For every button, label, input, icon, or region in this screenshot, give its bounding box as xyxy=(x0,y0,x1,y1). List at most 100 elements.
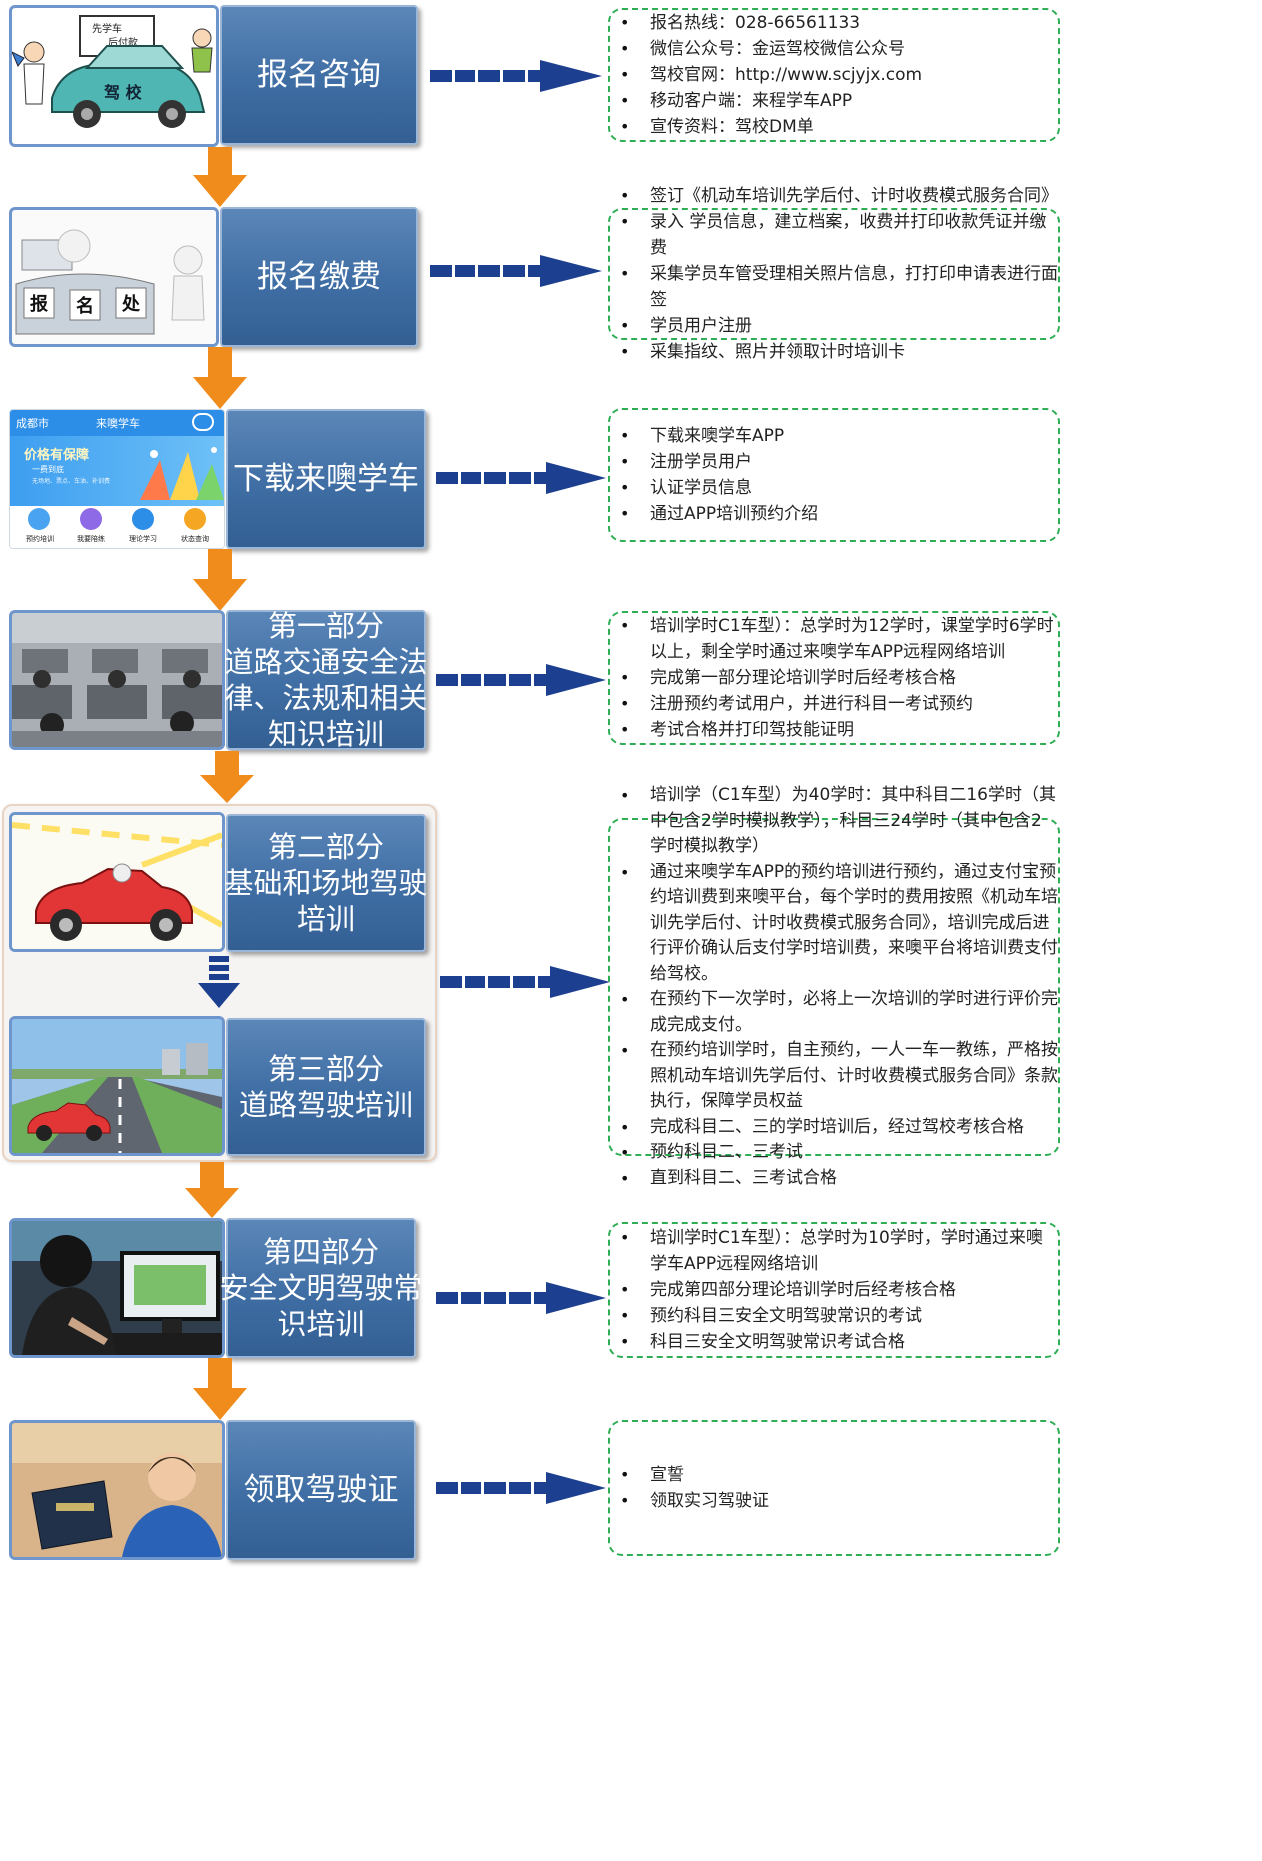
detail-item: 在预约培训学时，自主预约，一人一车一教练，严格按照机动车培训先学后付、计时收费模… xyxy=(620,1038,1058,1115)
thumbnail-computer-study xyxy=(9,1218,225,1358)
thumbnail-car-field xyxy=(9,812,225,952)
companion-icon xyxy=(80,508,102,530)
detail-item: 考试合格并打印驾技能证明 xyxy=(620,717,1058,743)
thumbnail-road-driving xyxy=(9,1016,225,1156)
detail-item: 完成第一部分理论培训学时后经考核合格 xyxy=(620,665,1058,691)
detail-item: 采集学员车管受理相关照片信息，打打印申请表进行面签 xyxy=(620,261,1058,313)
detail-item: 录入 学员信息，建立档案，收费并打印收款凭证并缴费 xyxy=(620,209,1058,261)
step-title-line: 识培训 xyxy=(277,1307,365,1342)
detail-box-registration: 签订《机动车培训先学后付、计时收费模式服务合同》 录入 学员信息，建立档案，收费… xyxy=(608,183,1060,365)
sign-text-line1: 先学车 xyxy=(92,22,122,35)
step-receive-license: 领取驾驶证 xyxy=(226,1420,416,1560)
detail-item: 通过来噢学车APP的预约培训进行预约，通过支付宝预约培训费到来噢平台，每个学时的… xyxy=(620,860,1058,988)
desk-char: 处 xyxy=(121,293,141,315)
step-part-three-road: 第三部分 道路驾驶培训 xyxy=(226,1018,426,1156)
chat-icon xyxy=(192,413,214,431)
registration-desk-illustration: 报 名 处 xyxy=(15,229,205,335)
detail-item: 领取实习驾驶证 xyxy=(620,1488,1058,1514)
detail-item: 科目三安全文明驾驶常识考试合格 xyxy=(620,1329,1058,1355)
app-city-label: 成都市 xyxy=(16,417,49,430)
detail-item: 预约科目二、三考试 xyxy=(620,1140,1058,1166)
down-arrow xyxy=(193,1358,247,1420)
search-icon xyxy=(184,508,206,530)
step-title-line: 基础和场地驾驶 xyxy=(224,865,428,900)
step-title-line: 道路驾驶培训 xyxy=(238,1088,413,1122)
detail-item: 签订《机动车培训先学后付、计时收费模式服务合同》 xyxy=(620,183,1058,209)
detail-item: 宣传资料：驾校DM单 xyxy=(620,114,1058,140)
step-title-line: 知识培训 xyxy=(267,717,384,752)
step-part-one-theory: 第一部分 道路交通安全法 律、法规和相关 知识培训 xyxy=(224,608,428,752)
step-title-line: 第一部分 xyxy=(267,608,384,643)
detail-box-license: 宣誓 领取实习驾驶证 xyxy=(608,1420,1060,1556)
right-arrow xyxy=(430,255,602,287)
step-title-line: 报名缴费 xyxy=(257,258,381,295)
app-icon-label: 我要陪练 xyxy=(77,535,105,543)
thumbnail-registration-desk: 报 名 处 xyxy=(9,207,219,347)
thumbnail-app-screen: 成都市 来噢学车 价格有保障 一费到底 无场地、票点、车油、补训费 预约培训 我… xyxy=(9,409,225,549)
app-icon-label: 状态查询 xyxy=(181,535,209,543)
detail-item: 学员用户注册 xyxy=(620,313,1058,339)
detail-item: 驾校官网：http://www.scjyjx.com xyxy=(620,62,1058,88)
detail-item: 完成第四部分理论培训学时后经考核合格 xyxy=(620,1277,1058,1303)
down-arrow xyxy=(200,751,254,803)
step-title-line: 安全文明驾驶常 xyxy=(219,1270,423,1305)
right-arrow xyxy=(440,966,610,998)
step-title-line: 律、法规和相关 xyxy=(224,681,428,715)
right-arrow xyxy=(436,664,606,696)
right-arrow xyxy=(436,1282,606,1314)
desk-char: 名 xyxy=(76,295,94,317)
app-banner-title: 价格有保障 xyxy=(24,448,90,463)
thumbnail-consult-cartoon: 先学车 后付款 驾 校 xyxy=(9,5,219,147)
down-arrow xyxy=(193,347,247,409)
detail-item: 报名热线：028-66561133 xyxy=(620,10,1058,36)
detail-item: 完成科目二、三的学时培训后，经过驾校考核合格 xyxy=(620,1115,1058,1141)
detail-box-part-four: 培训学时C1车型）：总学时为10学时，学时通过来噢学车APP远程网络培训 完成第… xyxy=(608,1222,1060,1358)
detail-item: 下载来噢学车APP xyxy=(620,423,1058,449)
app-banner-decoration xyxy=(140,447,224,500)
app-icon-label: 理论学习 xyxy=(129,535,157,543)
step-part-four-safety: 第四部分 安全文明驾驶常 识培训 xyxy=(220,1218,423,1358)
license-holder-photo xyxy=(12,1423,222,1557)
book-icon xyxy=(132,508,154,530)
detail-item: 通过APP培训预约介绍 xyxy=(620,501,1058,527)
detail-box-part-two-three: 培训学（C1车型）为40学时：其中科目二16学时（其中包含2学时模拟教学），科目… xyxy=(608,783,1060,1191)
down-arrow xyxy=(193,549,247,611)
step-title-line: 下载来噢学车 xyxy=(233,460,419,497)
step-title-line: 领取驾驶证 xyxy=(243,1471,399,1508)
down-arrow xyxy=(193,147,247,207)
detail-item: 微信公众号：金运驾校微信公众号 xyxy=(620,36,1058,62)
right-arrow xyxy=(436,462,606,494)
app-banner-sub: 一费到底 xyxy=(32,465,64,474)
computer-study-photo xyxy=(12,1221,222,1355)
right-arrow xyxy=(436,1472,606,1504)
detail-item: 培训学时C1车型）：总学时为12学时，课堂学时6学时以上，剩全学时通过来噢学车A… xyxy=(620,613,1058,665)
right-arrow xyxy=(430,60,602,92)
thumbnail-classroom xyxy=(9,610,225,750)
step-consult: 报名咨询 xyxy=(220,5,418,145)
step-title-line: 第二部分 xyxy=(267,829,384,864)
detail-item: 预约科目三安全文明驾驶常识的考试 xyxy=(620,1303,1058,1329)
car-cartoon-illustration: 先学车 后付款 驾 校 xyxy=(12,15,213,128)
detail-item: 采集指纹、照片并领取计时培训卡 xyxy=(620,339,1058,365)
step-download-app: 下载来噢学车 xyxy=(226,409,426,549)
detail-item: 认证学员信息 xyxy=(620,475,1058,501)
down-arrow xyxy=(185,1162,239,1218)
step-part-two-field: 第二部分 基础和场地驾驶 培训 xyxy=(224,814,428,952)
step-title-line: 培训 xyxy=(296,902,355,937)
step-title-line: 道路交通安全法 xyxy=(224,644,428,679)
dashed-down-arrow xyxy=(198,956,240,1008)
booking-icon xyxy=(28,508,50,530)
step-title-line: 报名咨询 xyxy=(257,56,381,93)
detail-item: 在预约下一次学时，必将上一次培训的学时进行评价完成完成支付。 xyxy=(620,987,1058,1038)
step-title-line: 第三部分 xyxy=(267,1051,384,1086)
detail-item: 宣誓 xyxy=(620,1462,1058,1488)
classroom-photo xyxy=(12,613,222,747)
app-title-label: 来噢学车 xyxy=(96,417,140,430)
step-title-line: 第四部分 xyxy=(262,1234,379,1269)
detail-item: 直到科目二、三考试合格 xyxy=(620,1166,1058,1192)
detail-box-part-one: 培训学时C1车型）：总学时为12学时，课堂学时6学时以上，剩全学时通过来噢学车A… xyxy=(608,611,1060,745)
app-icon-label: 预约培训 xyxy=(26,535,54,543)
car-field-illustration xyxy=(12,815,222,949)
car-text: 驾 校 xyxy=(103,83,143,102)
step-registration-payment: 报名缴费 xyxy=(220,207,418,347)
